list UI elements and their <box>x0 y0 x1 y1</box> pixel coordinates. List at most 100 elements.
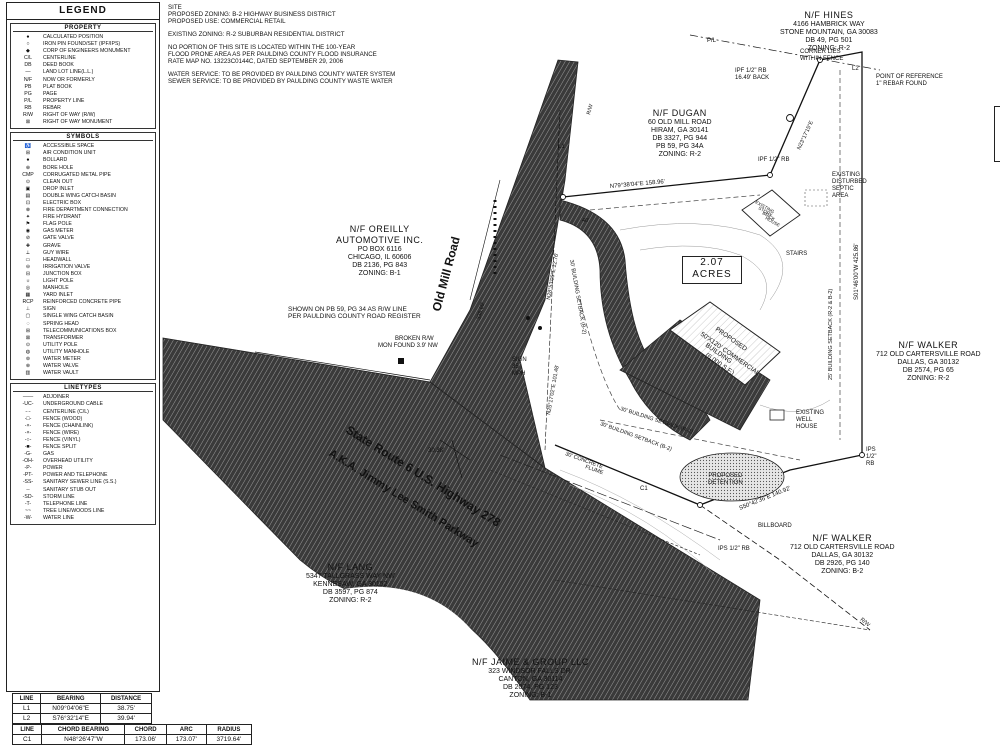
legend-item-label: DROP INLET <box>43 185 75 192</box>
site-note-line: NO PORTION OF THIS SITE IS LOCATED WITHI… <box>168 44 356 51</box>
line-table-header: BEARING <box>40 693 102 704</box>
legend-symbol-icon: -W- <box>23 514 33 521</box>
sign-l2: 35 <box>512 364 519 370</box>
legend-item-label: AIR CONDITION UNIT <box>43 150 96 157</box>
legend-item-label: TREE LINE/WOODS LINE <box>43 507 105 514</box>
legend-linetypes-head: LINETYPES <box>13 385 153 393</box>
legend-symbol-icon: ♿ <box>24 143 32 150</box>
legend-item: -□-FENCE (WOOD) <box>13 416 153 423</box>
site-note-line: WATER SERVICE: TO BE PROVIDED BY PAULDIN… <box>168 71 396 78</box>
legend-item-label: LAND LOT LINE(L.L.) <box>43 69 94 76</box>
site-note-line: RATE MAP NO. 13223C0144C, DATED SEPTEMBE… <box>168 58 344 65</box>
broken-rw-l1: BROKEN R/W <box>395 336 434 342</box>
legend-symbols-head: SYMBOLS <box>13 134 153 142</box>
site-note-line: PROPOSED ZONING: B-2 HIGHWAY BUSINESS DI… <box>168 11 336 18</box>
legend-item: -×-FENCE (WIRE) <box>13 430 153 437</box>
legend-symbol-icon: -SD- <box>22 493 34 500</box>
legend-item-label: CENTERLINE <box>43 55 76 62</box>
curve-table-cell: 3719.64' <box>205 734 253 745</box>
legend-item-label: REINFORCED CONCRETE PIPE <box>43 299 122 306</box>
legend-symbol-icon: C/L <box>23 55 33 62</box>
owner-deed: DB 2574, PG 65 <box>902 367 954 374</box>
legend-item-label: SPRING HEAD <box>43 320 79 327</box>
owner-city: STONE MOUNTAIN, GA 30083 <box>780 29 878 36</box>
legend-item-label: STORM LINE <box>43 493 75 500</box>
owner-name: N/F WALKER <box>812 533 873 543</box>
line-table-cell: 38.75' <box>100 703 152 714</box>
legend-item-label: SIGN <box>43 306 56 313</box>
legend-item: ⊕BORE HOLE <box>13 165 153 172</box>
legend-item: ——ADJOINER <box>13 394 153 401</box>
legend-item-label: FIRE HYDRANT <box>43 214 82 221</box>
legend-symbol-icon: P/L <box>24 97 32 104</box>
bearing-top-label: N79°38'04"E 158.96' <box>610 179 666 190</box>
legend-item: ●BOLLARD <box>13 157 153 164</box>
legend-symbol-icon: RCP <box>22 299 34 306</box>
legend-item-label: FENCE SPLIT <box>43 443 77 450</box>
owner-oreilly: N/F OREILLY AUTOMOTIVE INC. PO BOX 6116 … <box>336 224 423 278</box>
acreage-unit: ACRES <box>692 269 732 280</box>
septic-l3: SEPTIC <box>832 186 854 192</box>
table-row: L1 N09°04'06"E 38.75' <box>11 703 152 714</box>
line-table-cell: N09°04'06"E <box>40 703 102 714</box>
shown-note: SHOWN ON PB 59, PG 34 AS R/W LINE PER PA… <box>288 306 421 320</box>
shown-l2: PER PAULDING COUNTY ROAD REGISTER <box>288 313 421 320</box>
legend-panel: LEGEND PROPERTY ●CALCULATED POSITION○IRO… <box>6 2 160 692</box>
legend-symbol-icon: ⊙ <box>25 341 31 348</box>
point-of-reference-note: POINT OF REFERENCE 1" REBAR FOUND <box>876 74 943 88</box>
legend-item: ⊠RIGHT OF WAY MONUMENT <box>13 119 153 126</box>
legend-item: -W-WATER LINE <box>13 515 153 522</box>
legend-item: -P-POWER <box>13 465 153 472</box>
owner-address: 4166 HAMBRICK WAY <box>793 21 865 28</box>
l1-label: L1 <box>558 144 565 150</box>
legend-symbol-icon: ⊖ <box>25 263 31 270</box>
legend-item: ⚑FLAG POLE <box>13 221 153 228</box>
legend-symbol-icon: ⟂ <box>26 249 30 256</box>
stairs-note: STAIRS <box>786 251 807 258</box>
owner-deed: DB 3597, PG 874 <box>322 589 378 596</box>
legend-symbol-icon: — <box>25 69 31 76</box>
well-house-l2: WELL <box>796 417 813 423</box>
legend-symbol-icon: PG <box>24 90 32 97</box>
legend-symbol-icon: ● <box>26 157 30 164</box>
legend-item: ▭HEADWALL <box>13 257 153 264</box>
legend-item: ▢SINGLE WING CATCH BASIN <box>13 313 153 320</box>
curve-table-header: LINE <box>11 724 43 735</box>
setback-25-label: 25' BUILDING SETBACK (R-2 & B-2) <box>828 289 834 380</box>
curve-table-cell: 173.07' <box>165 734 207 745</box>
curve-table-cell: C1 <box>11 734 43 745</box>
legend-item: -SS-SANITARY SEWER LINE (S.S.) <box>13 479 153 486</box>
legend-symbol-icon: ⊞ <box>25 327 31 334</box>
owner-plat: PB 59, PG 34A <box>656 143 704 150</box>
legend-item: -PT-POWER AND TELEPHONE <box>13 472 153 479</box>
legend-item: ✚GRAVE <box>13 243 153 250</box>
legend-item-label: ADJOINER <box>43 394 70 401</box>
curve-table-header: CHORD <box>124 724 167 735</box>
legend-symbol-icon: ▥ <box>25 370 31 377</box>
legend-symbol-icon: ● <box>26 34 30 40</box>
owner-city: DALLAS, GA 30132 <box>811 552 874 559</box>
owner-address: 712 OLD CARTERSVILLE ROAD <box>876 351 981 358</box>
legend-item-label: OVERHEAD UTILITY <box>43 458 93 465</box>
legend-item: ⊛WATER VALVE <box>13 363 153 370</box>
owner-zoning: ZONING: B-1 <box>358 270 401 277</box>
legend-symbol-icon: ▭ <box>25 256 31 263</box>
legend-item-label: TELEPHONE LINE <box>43 500 88 507</box>
owner-address: 5347 TALLGRASS WAY NW <box>306 573 395 580</box>
owner-deed: DB 2074, PG 123 <box>502 684 558 691</box>
legend-item-label: SINGLE WING CATCH BASIN <box>43 313 114 320</box>
old-mill-road-label: Old Mill Road <box>429 235 462 313</box>
owner-name-2: AUTOMOTIVE INC. <box>336 235 424 245</box>
legend-item: -T-TELEPHONE LINE <box>13 501 153 508</box>
legend-item: ⊠TRANSFORMER <box>13 335 153 342</box>
rw-label-bottom: R/W <box>859 617 872 629</box>
legend-symbol-icon: ⊞ <box>25 150 31 157</box>
ips-l3: RB <box>866 461 875 467</box>
line-table-cell: S76°32'14"E <box>40 713 102 724</box>
corner-lies-l1: CORNER LIES <box>800 49 841 55</box>
owner-deed: DB 3327, PG 944 <box>652 135 708 142</box>
legend-item: ♿ACCESSIBLE SPACE <box>13 143 153 150</box>
legend-property-section: PROPERTY ●CALCULATED POSITION○IRON PIN F… <box>10 23 156 130</box>
